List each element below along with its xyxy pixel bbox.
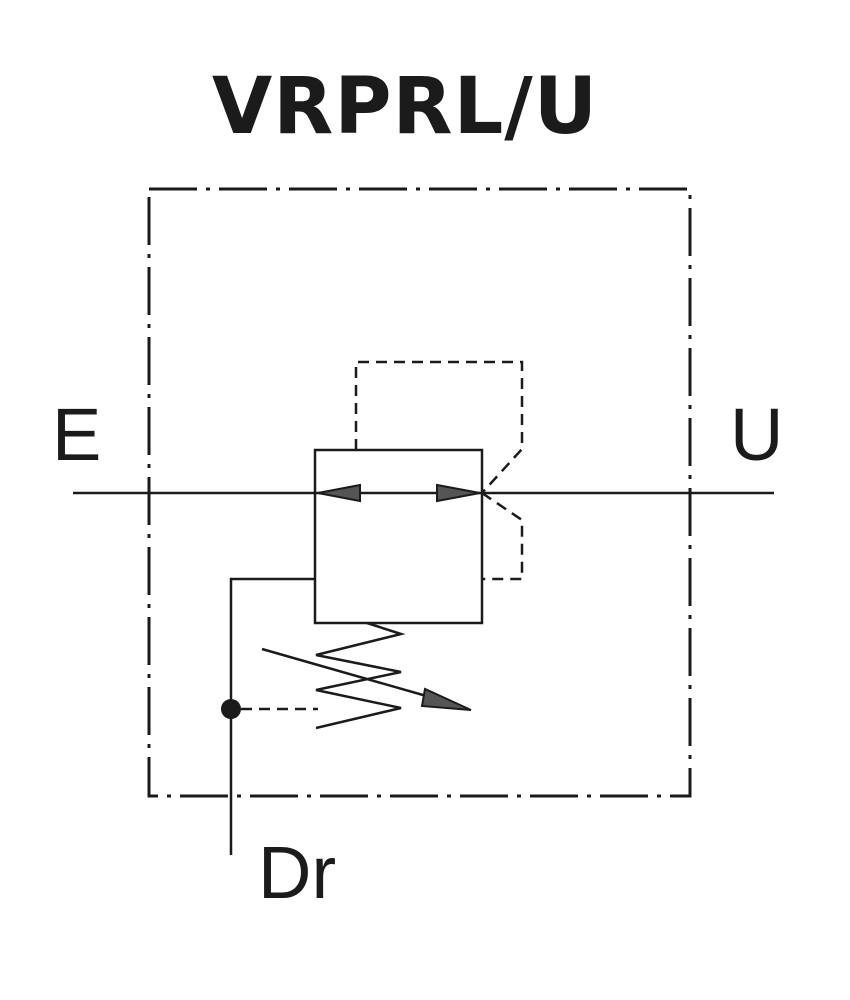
port-label-e: E bbox=[52, 393, 102, 476]
adjustment-arrow-shaft bbox=[261, 647, 431, 699]
port-label-u: U bbox=[730, 393, 784, 476]
drain-line bbox=[229, 577, 315, 855]
flow-arrow-left bbox=[317, 483, 361, 503]
junction-dot bbox=[221, 699, 241, 719]
adjustment-arrow-head bbox=[420, 687, 472, 711]
pilot-line-bottom bbox=[481, 491, 524, 581]
valve-body bbox=[313, 448, 484, 625]
spring bbox=[315, 621, 406, 730]
pilot-line-top bbox=[354, 360, 524, 494]
flow-arrow-right bbox=[436, 483, 481, 503]
diagram-title: VRPRL/U bbox=[211, 62, 599, 152]
port-label-dr: Dr bbox=[258, 831, 337, 914]
